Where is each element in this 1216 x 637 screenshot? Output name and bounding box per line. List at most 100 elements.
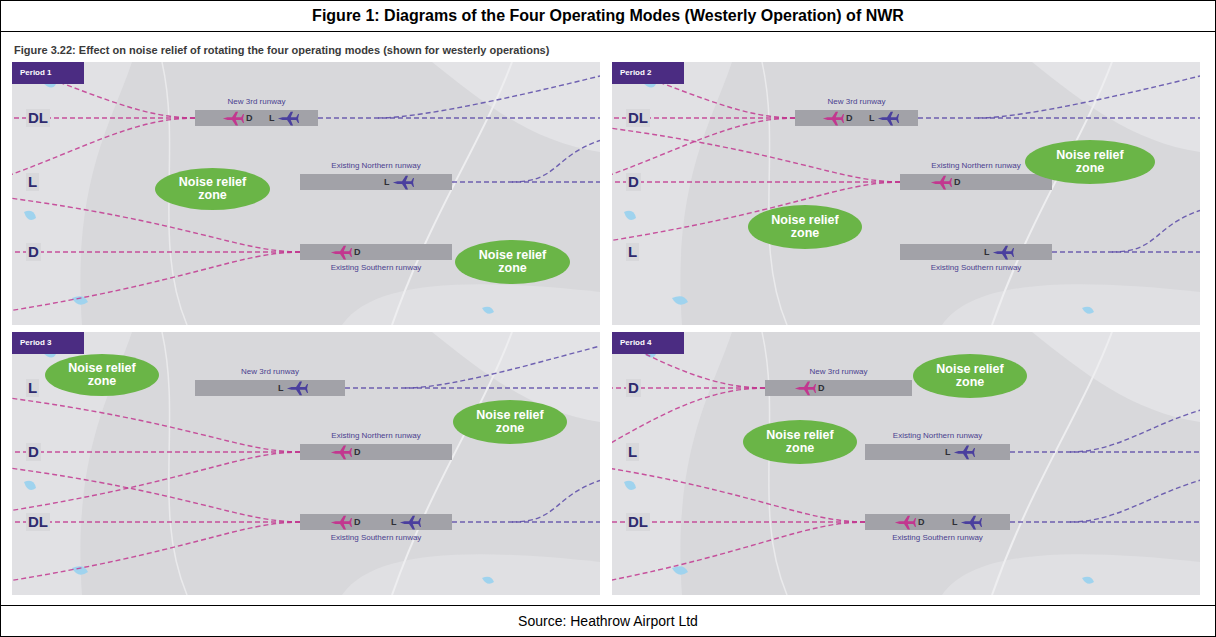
plane-shape (953, 445, 974, 459)
plane-shape (277, 111, 298, 125)
plane-shape (895, 515, 916, 529)
map-illustration (612, 332, 1200, 595)
operating-mode-letter: D (626, 379, 641, 397)
map-region (612, 62, 732, 325)
map-ground (12, 332, 600, 595)
arrival-route (1070, 477, 1200, 522)
map-illustration (12, 62, 600, 325)
departure-route (612, 181, 900, 182)
arriving-plane (960, 515, 982, 530)
runway-mode-letter: D (954, 174, 961, 190)
departure-route (12, 467, 300, 522)
runway-name: Existing Northern runway (240, 161, 512, 171)
runway-bar: Existing Northern runwayL (865, 444, 1010, 460)
arrival-route (318, 117, 600, 118)
runway-mark: D (330, 514, 361, 530)
runway-bar: Existing Northern runwayL (300, 174, 452, 190)
map-region (342, 284, 600, 325)
runway-mode-letter: D (354, 444, 361, 460)
map-region (432, 62, 600, 152)
zone-label: Noise relief zone (762, 429, 838, 455)
runway-bar: Existing Southern runwayDL (865, 514, 1010, 530)
noise-relief-zone: Noise relief zone (453, 400, 567, 444)
runway-mode-letter: L (269, 110, 275, 126)
plane-shape (960, 515, 981, 529)
noise-relief-zone: Noise relief zone (748, 205, 862, 249)
runway-mark: L (952, 514, 982, 530)
runway-mode-letter: D (354, 244, 361, 260)
arriving-plane (286, 381, 308, 396)
departure-route (12, 118, 195, 178)
departure-route (12, 397, 300, 452)
arriving-plane (277, 111, 299, 126)
arrival-route (978, 73, 1200, 118)
plane-shape (877, 111, 898, 125)
arrival-route (1010, 521, 1200, 522)
departure-route (12, 197, 300, 252)
zone-label: Noise relief zone (767, 214, 843, 240)
arrival-route (512, 477, 600, 522)
water-body (482, 577, 494, 584)
period-tag: Period 2 (612, 62, 684, 84)
arriving-plane (399, 515, 421, 530)
departure-route (12, 522, 300, 582)
runway-name: Existing Southern runway (840, 263, 1112, 273)
operating-mode-letter: D (26, 243, 41, 261)
runway-bar: Existing Northern runwayD (900, 174, 1052, 190)
plane-shape (223, 111, 244, 125)
map-road (392, 332, 512, 595)
runway-mark: L (391, 514, 421, 530)
runway-bar: Existing Southern runwayD (300, 244, 452, 260)
map-road (162, 332, 187, 595)
plane-shape (286, 381, 307, 395)
runway-name: New 3rd runway (135, 97, 378, 107)
runway-mark: D (930, 174, 961, 190)
map-region (342, 554, 600, 595)
zone-label: Noise relief zone (64, 362, 140, 388)
arriving-plane (953, 445, 975, 460)
title-row: Figure 1: Diagrams of the Four Operating… (0, 0, 1216, 32)
plane-shape (795, 381, 816, 395)
map-ground (612, 62, 1200, 325)
departure-route (12, 252, 300, 312)
map-region (12, 62, 132, 325)
runway-bar: New 3rd runwayD (765, 380, 912, 396)
departure-route (612, 127, 900, 182)
map-region (942, 554, 1200, 595)
departure-route (12, 251, 300, 252)
runway-bar: Existing Southern runwayDL (300, 514, 452, 530)
arrival-route (345, 387, 600, 388)
departing-plane (822, 111, 844, 126)
runway-mark: L (945, 444, 975, 460)
period-tag: Period 1 (12, 62, 84, 84)
runway-mode-letter: L (952, 514, 958, 530)
water-body (672, 566, 688, 575)
departure-route (612, 522, 865, 582)
operating-mode-letter: L (26, 173, 39, 191)
runway-mark: D (222, 110, 253, 126)
water-body (482, 307, 494, 314)
runway-mode-letter: D (354, 514, 361, 530)
arrival-route (1070, 407, 1200, 452)
departing-plane (794, 381, 816, 396)
departing-plane (330, 245, 352, 260)
water-body (1082, 307, 1094, 314)
runway-mode-letter: D (818, 380, 825, 396)
map-region (942, 284, 1200, 325)
departing-plane (894, 515, 916, 530)
water-body (624, 211, 636, 220)
runway-mode-letter: L (278, 380, 284, 396)
operating-mode-letter: L (26, 379, 39, 397)
noise-relief-zone: Noise relief zone (743, 420, 857, 464)
arriving-plane (392, 175, 414, 190)
departing-plane (930, 175, 952, 190)
map-road (762, 332, 787, 595)
runway-mark: D (330, 444, 361, 460)
runway-mode-letter: L (984, 244, 990, 260)
runway-mark: D (330, 244, 361, 260)
runway-mark: D (894, 514, 925, 530)
map-panel: Period 3LDDLNew 3rd runwayLExisting Nort… (12, 332, 600, 595)
arrival-route (1010, 451, 1200, 452)
plane-shape (331, 515, 352, 529)
